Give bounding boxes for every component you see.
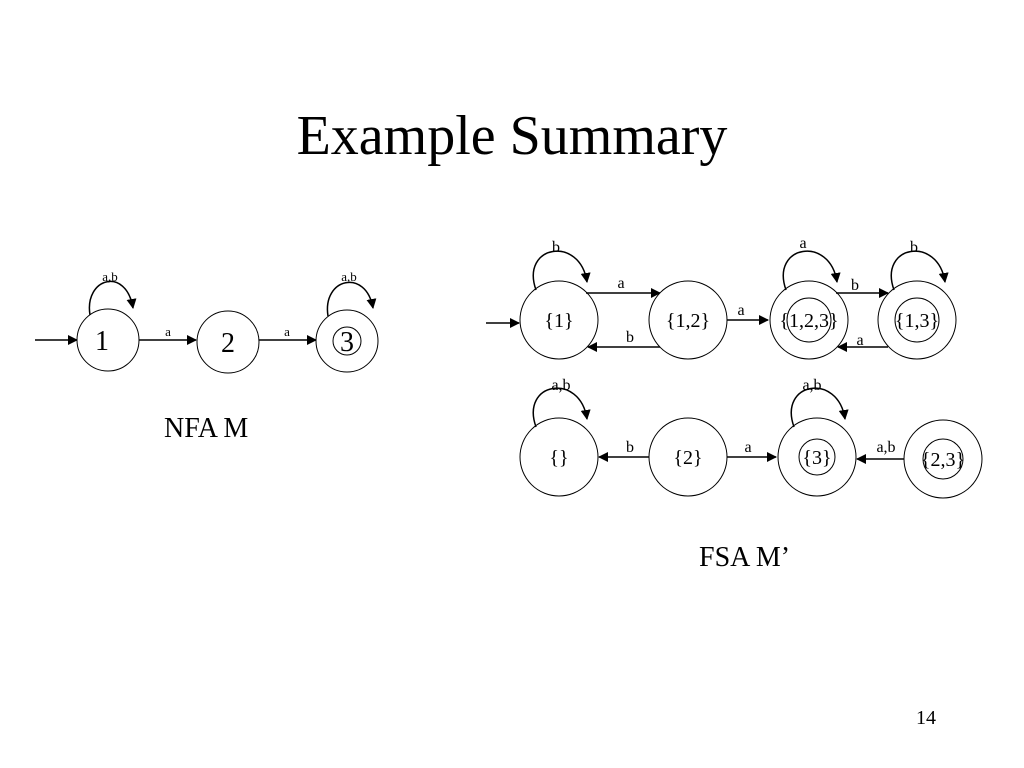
fsa-loop-13-label: b	[910, 239, 918, 256]
nfa-loop-1	[88, 280, 137, 316]
fsa-state-3: {3}	[777, 417, 857, 497]
nfa-diagram: 1 a,b a 2 a 3 a,b	[35, 269, 379, 374]
nfa-edge-1-2-label: a	[165, 324, 171, 339]
nfa-loop-1-label: a,b	[102, 269, 118, 284]
nfa-edge-2-3-label: a	[284, 324, 290, 339]
fsa-state-empty: {}	[519, 417, 599, 497]
fsa-loop-123-label: a	[799, 235, 806, 252]
fsa-loop-1-label: b	[552, 239, 560, 256]
fsa-edge-2-empty-label: b	[626, 439, 634, 456]
fsa-state-1-label: {1}	[544, 310, 573, 332]
fsa-state-13-label: {1,3}	[895, 310, 939, 332]
fsa-edge-1-12-label: a	[617, 275, 624, 292]
fsa-caption: FSA M’	[699, 542, 791, 573]
nfa-caption: NFA M	[164, 413, 249, 444]
fsa-state-23-label: {2,3}	[921, 449, 965, 471]
fsa-state-3-label: {3}	[802, 447, 831, 469]
fsa-state-123-label: {1,2,3}	[779, 310, 838, 332]
nfa-state-1: 1	[76, 308, 140, 372]
fsa-state-12: {1,2}	[648, 280, 728, 360]
slide-title: Example Summary	[296, 105, 728, 167]
fsa-edge-12-1-label: b	[626, 329, 634, 346]
fsa-loop-123	[782, 250, 841, 291]
fsa-loop-1	[532, 250, 591, 291]
fsa-edge-12-123-label: a	[737, 302, 744, 319]
fsa-edge-23-3-label: a,b	[876, 439, 895, 456]
fsa-state-23: {2,3}	[903, 419, 983, 499]
nfa-state-3: 3	[315, 309, 379, 373]
fsa-edge-2-3-label: a	[744, 439, 751, 456]
nfa-state-2: 2	[196, 310, 260, 374]
fsa-edge-13-123-label: a	[856, 332, 863, 349]
fsa-edge-123-13-label: b	[851, 277, 859, 294]
fsa-state-13: {1,3}	[877, 280, 957, 360]
fsa-loop-empty	[532, 387, 591, 428]
fsa-loop-3	[790, 387, 849, 428]
fsa-state-1: {1}	[519, 280, 599, 360]
nfa-loop-3-label: a,b	[341, 269, 357, 284]
fsa-diagram: {1} b a b {1,2} a {1,2,3} a b a	[486, 235, 983, 499]
fsa-loop-empty-label: a,b	[551, 377, 570, 394]
nfa-state-3-label: 3	[340, 327, 354, 358]
page-number: 14	[916, 707, 936, 729]
fsa-state-2-label: {2}	[673, 447, 702, 469]
fsa-state-2: {2}	[648, 417, 728, 497]
fsa-state-empty-label: {}	[549, 447, 568, 469]
nfa-loop-3	[326, 281, 377, 317]
fsa-state-123: {1,2,3}	[769, 280, 849, 360]
fsa-loop-3-label: a,b	[802, 377, 821, 394]
fsa-state-12-label: {1,2}	[666, 310, 710, 332]
nfa-state-2-label: 2	[221, 328, 235, 359]
nfa-state-1-label: 1	[95, 326, 109, 357]
fsa-loop-13	[890, 250, 949, 291]
